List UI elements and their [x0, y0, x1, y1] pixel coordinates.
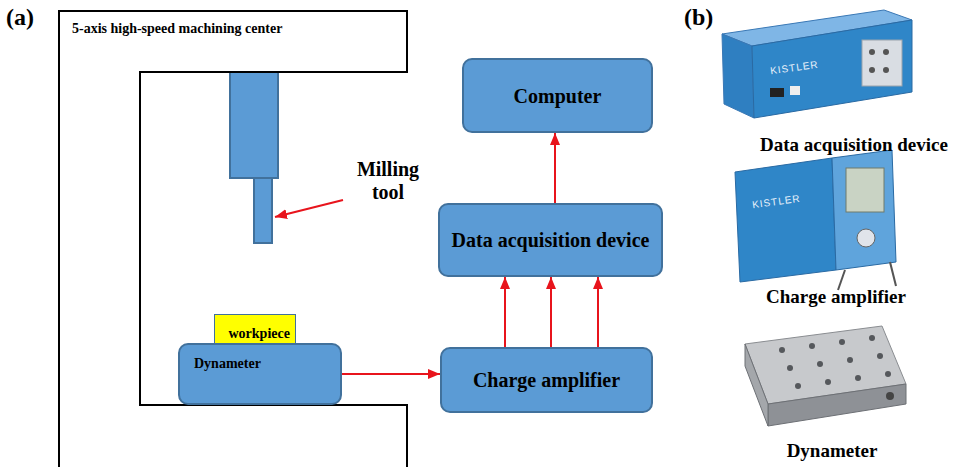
signal-arrow	[550, 277, 552, 347]
leader-arrow	[275, 200, 343, 217]
amplifier-box: Charge amplifier	[440, 347, 653, 413]
spindle	[230, 72, 278, 178]
daq-box: Data acquisition device	[438, 203, 663, 277]
photo-caption: Data acquisition device	[760, 134, 948, 156]
node-text: Charge amplifier	[473, 368, 620, 392]
node-text: Data acquisition device	[452, 228, 650, 252]
dynameter-box: Dynameter	[178, 343, 342, 405]
part-name: Milling tool	[340, 158, 436, 204]
node-text: Dynameter	[194, 356, 261, 373]
photo-caption: Charge amplifier	[766, 286, 906, 308]
signal-arrow	[342, 373, 440, 375]
panel-letter: (b)	[684, 4, 713, 32]
node-text: 5-axis high-speed machining center	[72, 21, 282, 37]
computer-box: Computer	[462, 58, 653, 133]
milling-tool	[254, 178, 272, 243]
signal-arrow	[597, 277, 599, 347]
panel-letter: (a)	[6, 4, 34, 32]
signal-arrow	[554, 133, 556, 203]
daq-photo	[722, 10, 912, 118]
node-text: Computer	[514, 84, 602, 108]
signal-arrow	[504, 277, 506, 347]
node-text: workpiece	[229, 326, 290, 342]
charge-amplifier-photo	[735, 150, 896, 290]
workpiece-box: workpiece	[214, 314, 296, 344]
photo-caption: Dynameter	[787, 440, 878, 462]
machine-frame: 5-axis high-speed machining center workpi…	[58, 10, 408, 467]
dynameter-photo	[745, 326, 906, 426]
